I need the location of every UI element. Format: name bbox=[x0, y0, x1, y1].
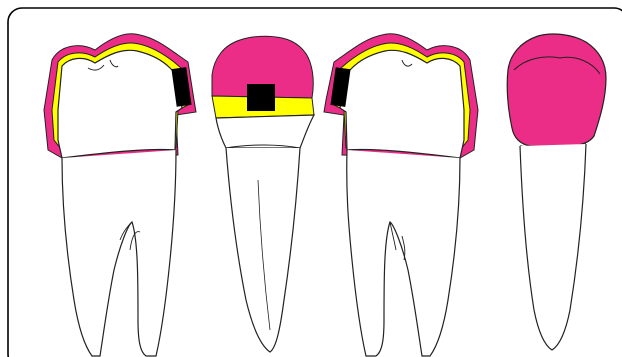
tooth-2-root bbox=[226, 148, 300, 352]
tooth-1 bbox=[44, 34, 196, 356]
tooth-3-crown bbox=[340, 50, 464, 158]
tooth-2-marker bbox=[247, 84, 275, 111]
tooth-4-pink-layer bbox=[507, 34, 606, 146]
tooth-4 bbox=[507, 34, 606, 350]
tooth-2-crown-lower bbox=[216, 115, 314, 148]
tooth-1-roots bbox=[62, 150, 176, 356]
tooth-4-root bbox=[520, 144, 586, 350]
tooth-1-crown bbox=[58, 50, 182, 158]
tooth-3 bbox=[324, 34, 478, 356]
tooth-2 bbox=[212, 36, 314, 352]
tooth-3-roots bbox=[347, 150, 460, 356]
